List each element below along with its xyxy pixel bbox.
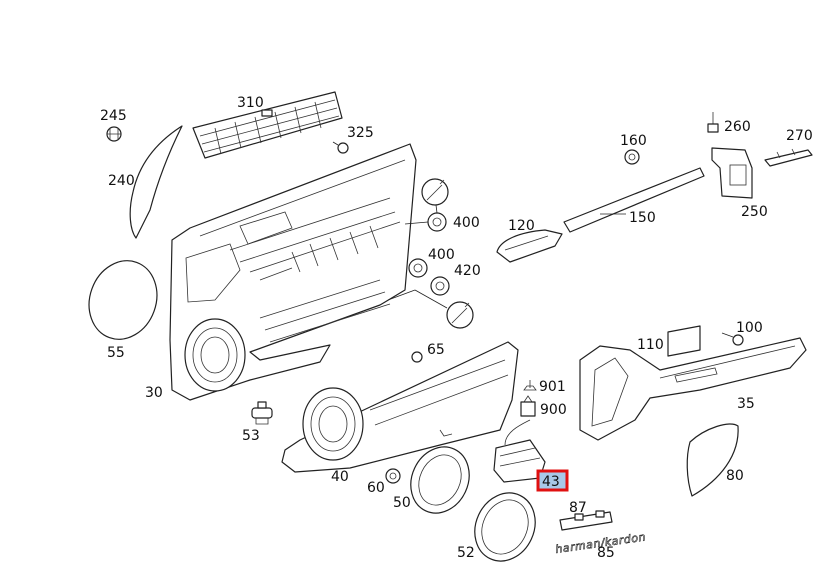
callout-245: 245 [100,108,127,124]
part-245-clip[interactable]: 245 [100,108,127,142]
callout-40: 40 [331,469,349,485]
part-40-lower-panel[interactable]: 40 [281,341,519,485]
part-900-symbol[interactable]: 900 [520,395,567,418]
part-310-grille[interactable]: 310 [192,91,343,159]
callout-100: 100 [736,320,763,336]
part-160-clip[interactable]: 160 [620,133,647,165]
callout-53: 53 [242,428,260,444]
part-50-speaker-ring[interactable]: 50 [393,437,480,522]
part-100-screw[interactable]: 100 [721,320,763,346]
part-52-speaker-ring[interactable]: 52 [457,483,546,571]
callout-900: 900 [540,402,567,418]
part-325-screw[interactable]: 325 [332,125,374,154]
callout-310: 310 [237,95,264,111]
callout-43-highlight [536,469,569,492]
part-150-trim-strip[interactable]: 150 [563,167,705,233]
part-400-clip-upper[interactable]: 400 [404,178,480,232]
callout-65: 65 [427,342,445,358]
part-240-trim[interactable]: 240 [108,125,183,239]
part-30-door-panel[interactable]: 30 [145,143,417,401]
callout-400-lower: 400 [428,247,455,263]
callout-150: 150 [629,210,656,226]
part-35-armrest-panel[interactable]: 35 [579,337,807,441]
part-85-badge[interactable]: harman/kardon 85 [554,530,647,561]
callout-260: 260 [724,119,751,135]
callout-52: 52 [457,545,475,561]
callout-35: 35 [737,396,755,412]
part-400-420-clips-lower[interactable]: 400 420 [387,247,481,329]
callout-160: 160 [620,133,647,149]
part-270-rod[interactable]: 270 [764,128,813,167]
callout-87: 87 [569,500,587,516]
part-260-clip[interactable]: 260 [707,112,751,135]
callout-240: 240 [108,173,135,189]
part-120-handle[interactable]: 120 [496,218,563,263]
callout-30: 30 [145,385,163,401]
callout-120: 120 [508,218,535,234]
part-53-pin[interactable]: 53 [242,401,273,444]
callout-325: 325 [347,125,374,141]
part-87-bracket[interactable]: 87 [559,500,613,531]
callout-250: 250 [741,204,768,220]
callout-420: 420 [454,263,481,279]
callout-43: 43 [542,474,560,490]
callout-85: 85 [597,545,615,561]
part-110-cover[interactable]: 110 [637,325,701,357]
callout-60: 60 [367,480,385,496]
callout-55: 55 [107,345,125,361]
part-60-clip[interactable]: 60 [367,468,401,496]
callout-400-upper: 400 [453,215,480,231]
part-65-screw[interactable]: 65 [411,342,445,363]
part-901-symbol[interactable]: 901 [523,379,566,395]
callout-901: 901 [539,379,566,395]
part-80-trim[interactable]: 80 [686,423,744,497]
part-43-switch-unit[interactable]: 43 [493,419,569,492]
part-55-speaker-cover[interactable]: 55 [78,251,167,361]
callout-270: 270 [786,128,813,144]
part-250-bracket[interactable]: 250 [711,147,768,220]
callout-110: 110 [637,337,664,353]
callout-50: 50 [393,495,411,511]
callout-80: 80 [726,468,744,484]
